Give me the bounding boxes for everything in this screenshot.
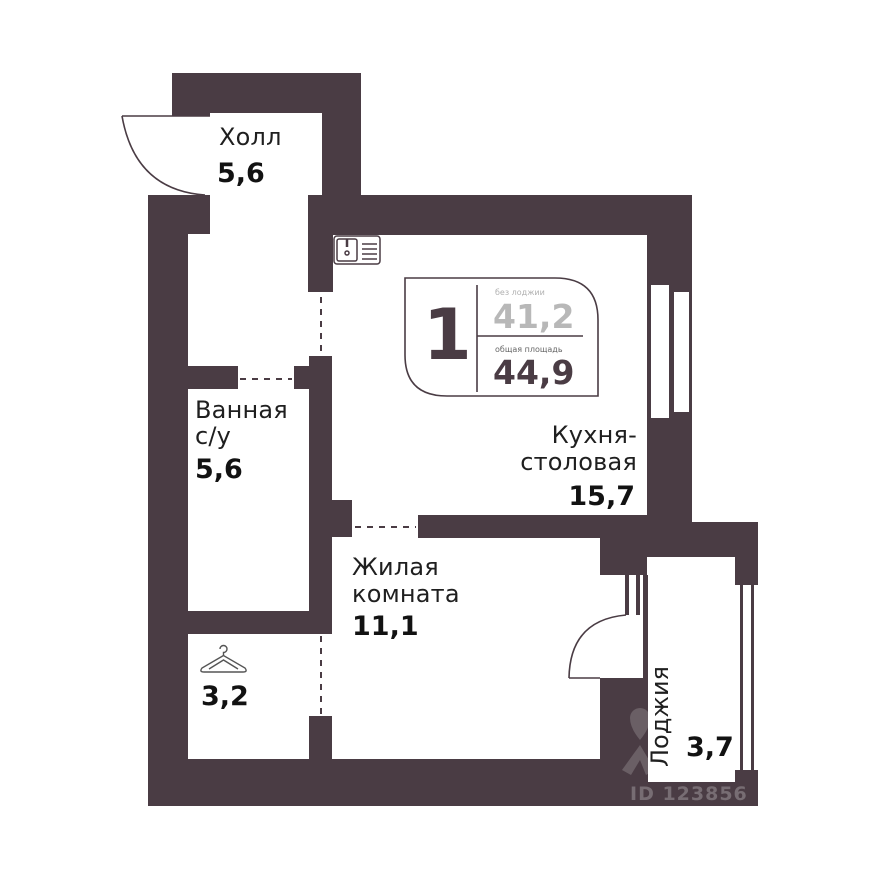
room-name-kitchen-1: Кухня- <box>551 421 637 449</box>
room-name-bathroom-1: Ванная <box>195 396 288 424</box>
walls <box>148 73 758 806</box>
room-name-bathroom-2: с/у <box>195 422 232 450</box>
entrance-door <box>121 115 210 196</box>
room-area-bathroom: 5,6 <box>195 454 243 485</box>
dashed-openings <box>240 297 416 714</box>
sink-icon <box>333 235 381 265</box>
location-pin-icon <box>622 708 655 775</box>
area-without-loggia-label: без лоджии <box>495 288 545 297</box>
room-name-kitchen-2: столовая <box>520 448 637 476</box>
loggia-door <box>568 614 627 679</box>
room-area-kitchen: 15,7 <box>568 481 635 512</box>
window <box>651 285 689 418</box>
total-area: 44,9 <box>493 353 575 392</box>
total-area-label: общая площадь <box>495 345 563 354</box>
room-area-hall: 5,6 <box>217 158 265 189</box>
area-badge <box>404 277 599 397</box>
room-area-wardrobe: 3,2 <box>201 681 249 712</box>
hanger-icon <box>200 644 247 673</box>
room-name-living-2: комната <box>352 580 460 608</box>
room-name-living-1: Жилая <box>352 553 439 581</box>
watermark-id: ID 123856 <box>630 783 748 805</box>
room-area-living: 11,1 <box>352 611 419 642</box>
area-without-loggia: 41,2 <box>493 297 575 336</box>
rooms-count: 1 <box>423 294 472 376</box>
room-area-loggia: 3,7 <box>686 732 734 763</box>
room-name-hall: Холл <box>219 123 282 151</box>
room-name-loggia: Лоджия <box>646 666 674 767</box>
